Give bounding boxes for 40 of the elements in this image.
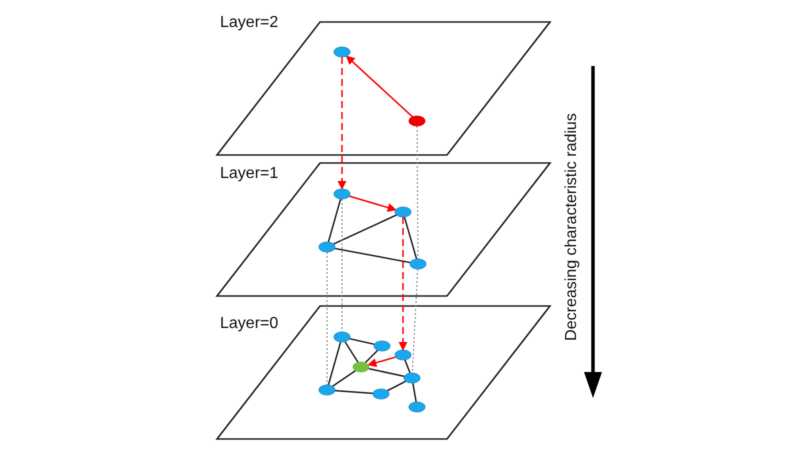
connector-line bbox=[412, 382, 417, 402]
layer-label: Layer=1 bbox=[220, 165, 278, 183]
layer-label: Layer=0 bbox=[220, 315, 278, 333]
connector-line bbox=[344, 341, 359, 363]
layer-label: Layer=2 bbox=[220, 14, 278, 32]
graph-node bbox=[403, 372, 421, 384]
connector-line bbox=[334, 390, 374, 394]
graph-node bbox=[333, 46, 351, 58]
connector-line bbox=[326, 252, 328, 386]
graph-node bbox=[333, 331, 351, 343]
connector-line bbox=[334, 248, 410, 264]
connector-line bbox=[349, 338, 375, 346]
graph-node bbox=[318, 241, 336, 253]
connector-line bbox=[333, 214, 397, 245]
connector-line bbox=[328, 198, 342, 242]
graph-node bbox=[394, 206, 412, 218]
graph-node bbox=[333, 188, 351, 200]
graph-node bbox=[409, 258, 427, 270]
connector-line bbox=[404, 360, 411, 374]
arrow bbox=[398, 217, 408, 351]
graph-node bbox=[394, 349, 412, 361]
graph-node bbox=[373, 340, 391, 352]
connector-line bbox=[404, 216, 418, 260]
connector-line bbox=[328, 342, 342, 386]
graph-node bbox=[372, 388, 390, 400]
arrow bbox=[346, 56, 414, 118]
graph-node bbox=[408, 115, 426, 127]
connector-line bbox=[364, 350, 378, 364]
graph-node bbox=[352, 361, 370, 373]
connector-line bbox=[412, 268, 418, 374]
graph-node bbox=[318, 384, 336, 396]
connector-line bbox=[416, 126, 418, 260]
graph-node bbox=[408, 401, 426, 413]
connector-line bbox=[368, 368, 405, 378]
arrow bbox=[349, 195, 397, 212]
arrow bbox=[367, 356, 396, 368]
axis-label: Decreasing characteristic radius bbox=[563, 112, 581, 343]
connector-line bbox=[386, 380, 406, 392]
connector-line bbox=[332, 370, 356, 387]
arrow bbox=[338, 57, 346, 190]
